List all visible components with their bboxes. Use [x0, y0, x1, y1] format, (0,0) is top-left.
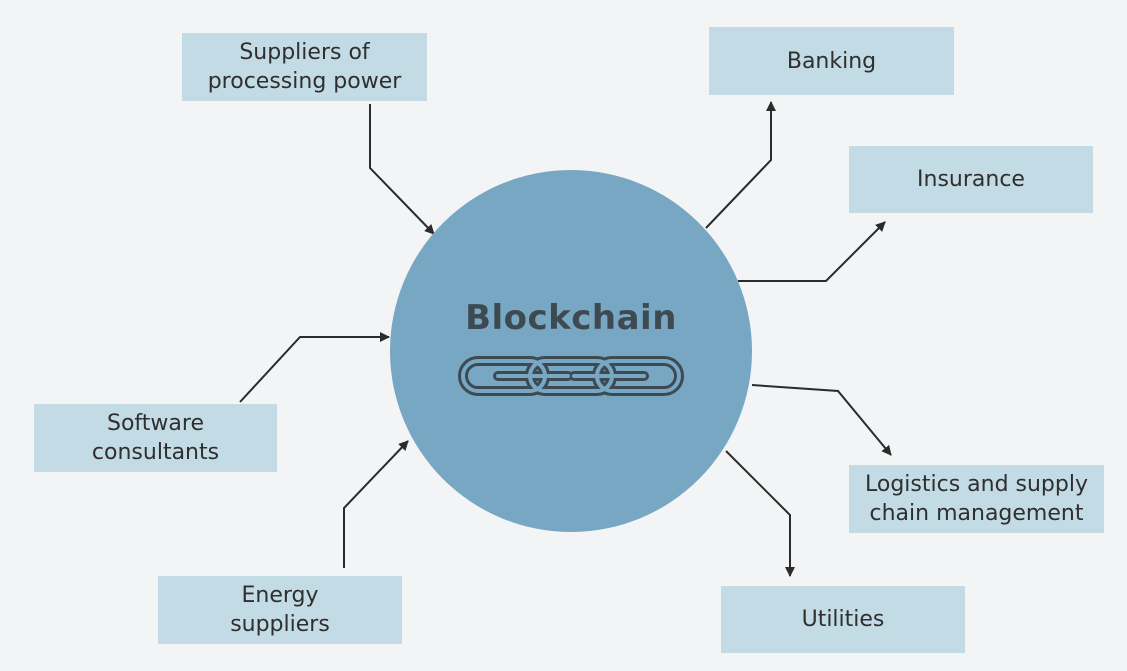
node-utilities: Utilities	[721, 586, 965, 653]
node-processing-power: Suppliers of processing power	[182, 33, 427, 101]
arrow-insurance	[738, 221, 886, 282]
node-insurance: Insurance	[849, 146, 1093, 213]
hub-label: Blockchain	[465, 298, 677, 338]
arrow-processing-power	[369, 104, 435, 235]
node-software-consultants: Software consultants	[34, 404, 277, 472]
node-banking: Banking	[709, 27, 954, 95]
arrow-energy-suppliers	[343, 440, 409, 568]
arrow-utilities	[725, 450, 795, 577]
chain-link-icon	[458, 356, 684, 396]
arrow-banking	[705, 101, 776, 229]
node-energy-suppliers: Energy suppliers	[158, 576, 402, 644]
node-logistics: Logistics and supply chain management	[849, 465, 1104, 533]
arrow-software-consultants	[239, 332, 390, 403]
blockchain-hub: Blockchain	[390, 170, 752, 532]
arrow-logistics	[751, 384, 892, 456]
